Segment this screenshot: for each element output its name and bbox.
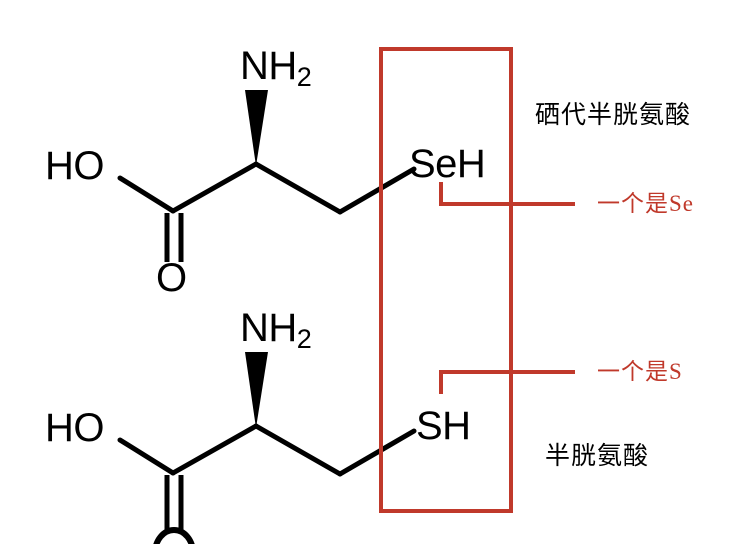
- highlight-rectangle: [379, 47, 513, 513]
- bond-carbonyl-to-alpha: [170, 423, 259, 476]
- bond-hydroxyl-to-carbonyl: [117, 175, 176, 214]
- bond-hydroxyl-to-carbonyl: [117, 437, 176, 476]
- selenocysteine-amine-label: NH2: [240, 44, 312, 91]
- bond-carbonyl-to-alpha: [170, 161, 259, 214]
- bond-alpha-to-beta: [253, 423, 343, 477]
- selenocysteine-skeleton: [117, 90, 417, 262]
- amine-element-text: NH: [240, 44, 297, 88]
- selenocysteine-name-label: 硒代半胱氨酸: [535, 102, 692, 129]
- leader-line-selenium: [439, 182, 575, 206]
- amine-subscript-text: 2: [296, 62, 312, 92]
- cysteine-amine-label: NH2: [240, 306, 312, 353]
- cysteine-skeleton: [117, 352, 417, 544]
- stereo-wedge-amine: [245, 352, 268, 428]
- sulfur-note-label: 一个是S: [597, 359, 683, 384]
- carbonyl-oxygen-glyph-clipped: [153, 527, 195, 544]
- amine-subscript-text: 2: [296, 324, 312, 354]
- bond-alpha-to-beta: [253, 161, 343, 215]
- leader-line-sulfur: [439, 370, 575, 394]
- cysteine-hydroxyl-label: HO: [45, 406, 105, 450]
- selenocysteine-carbonyl-oxygen-label: O: [156, 256, 187, 300]
- bond-beta-to-selenium: [337, 166, 417, 215]
- selenium-note-label: 一个是Se: [597, 191, 694, 216]
- selenocysteine-functional-group-label: SeH: [409, 142, 486, 186]
- cysteine-name-label: 半胱氨酸: [545, 443, 650, 470]
- bond-beta-to-sulfur: [337, 428, 417, 477]
- selenocysteine-hydroxyl-label: HO: [45, 144, 105, 188]
- amine-element-text: NH: [240, 306, 297, 350]
- cysteine-functional-group-label: SH: [416, 404, 471, 448]
- stereo-wedge-amine: [245, 90, 268, 166]
